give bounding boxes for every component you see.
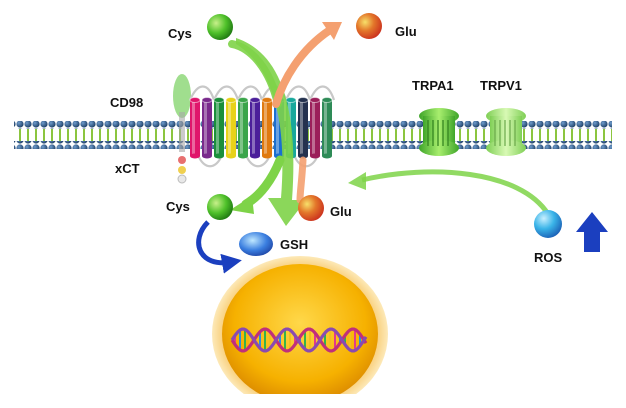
cd98-label: CD98: [110, 95, 143, 110]
cys-extracellular-molecule: [207, 14, 233, 40]
trpa1-channel: [419, 108, 459, 156]
glu-out-arrow-shaft: [272, 26, 334, 108]
helix: [249, 97, 261, 159]
glu-top-label: Glu: [395, 24, 417, 39]
gsh-label: GSH: [280, 237, 308, 252]
helix: [189, 97, 201, 159]
xct-label: xCT: [115, 161, 140, 176]
helix: [237, 97, 249, 159]
dna-strand: [230, 327, 368, 353]
glu-export-arrow: [236, 38, 306, 226]
gsh-synthesis-arrow: [196, 220, 242, 274]
bottom-crop: [0, 394, 626, 403]
helix: [225, 97, 237, 159]
ros-increase-arrow: [576, 212, 608, 252]
nucleus: [212, 256, 388, 408]
trpa1-label: TRPA1: [412, 78, 454, 93]
glu-extracellular-molecule: [356, 13, 382, 39]
helix: [297, 97, 309, 159]
gsh-molecule: [239, 232, 273, 256]
helix: [309, 97, 321, 159]
helix: [321, 97, 333, 159]
cd98-subunit: [173, 74, 191, 184]
ros-molecule: [534, 210, 562, 238]
glu-out-arrow-head: [322, 22, 342, 40]
helix: [201, 97, 213, 159]
glu-intracellular-molecule: [298, 195, 324, 221]
transmembrane-helices: [189, 97, 333, 159]
helix: [261, 97, 273, 159]
xct-transporter: [188, 85, 336, 168]
trpv1-channel: [486, 108, 526, 156]
ros-activation-arrow-head: [348, 172, 366, 190]
ros-label: ROS: [534, 250, 563, 265]
helix: [213, 97, 225, 159]
cys-in-arrow-head: [230, 196, 254, 214]
dna-double-helix: [230, 327, 368, 353]
glu-bottom-label: Glu: [330, 204, 352, 219]
trpv1-label: TRPV1: [480, 78, 522, 93]
cys-intracellular-molecule: [207, 194, 233, 220]
cys-import-arrow-top: [228, 40, 282, 108]
cys-top-label: Cys: [168, 26, 192, 41]
cys-bottom-label: Cys: [166, 199, 190, 214]
glu-in-arrow: [296, 156, 307, 204]
ros-activation-arrow-shaft: [361, 169, 551, 216]
